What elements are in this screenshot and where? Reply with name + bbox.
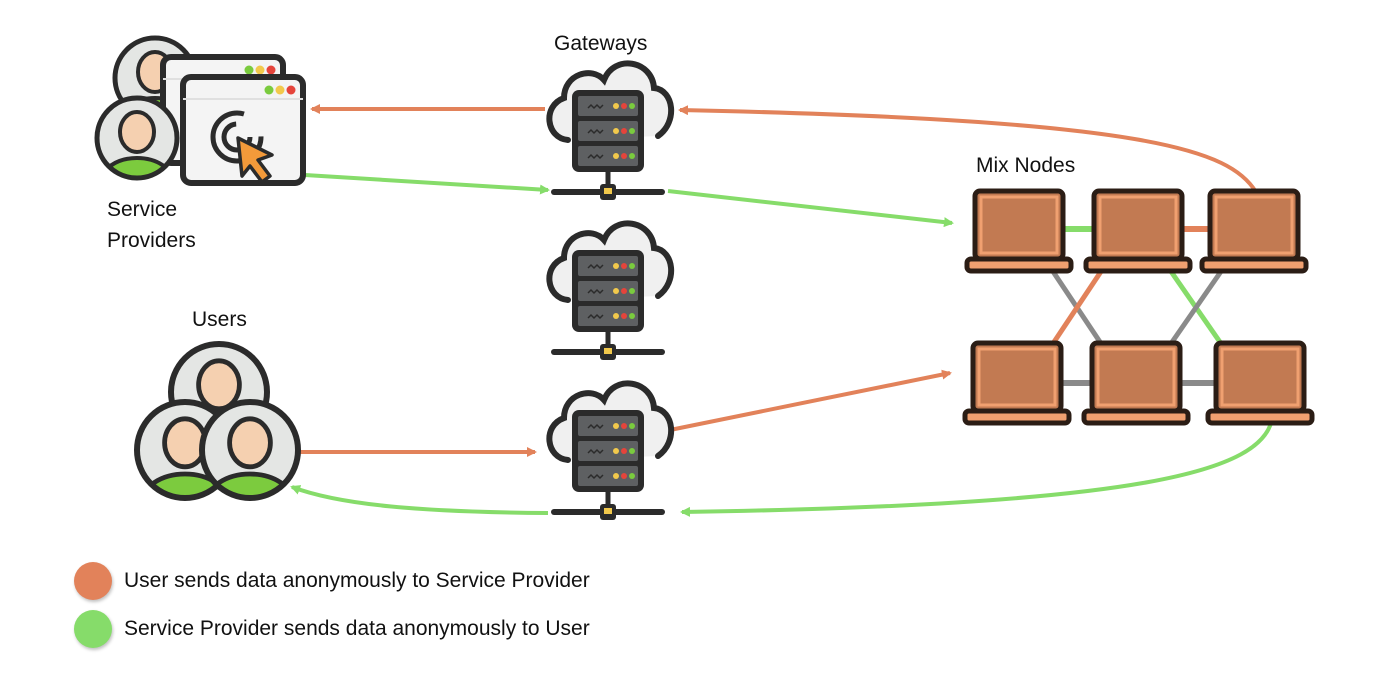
link-3-5 [1167,268,1225,347]
mix-node-6[interactable] [1208,343,1312,423]
arrow-gateway-to-user [290,485,549,515]
mix-node-3[interactable] [1202,191,1306,271]
mix-nodes-label: Mix Nodes [976,154,1076,177]
service-providers-label-line2: Providers [107,229,196,252]
mix-node-4[interactable] [965,343,1069,423]
mix-network-links [1049,226,1225,386]
arrow-mixnode-to-gateway [678,105,1258,194]
service-providers-icon[interactable] [97,38,303,206]
link-2-4 [1049,268,1105,347]
mix-node-2[interactable] [1086,191,1190,271]
users-icon[interactable] [137,344,298,532]
green-dot-icon [74,610,112,648]
arrow-gateway-to-mixnodes [667,189,954,228]
mix-node-1[interactable] [967,191,1071,271]
target-cursor-icon [210,110,274,184]
arrow-provider-to-gateway [304,173,550,195]
orange-dot-icon [74,562,112,600]
legend-text: User sends data anonymously to Service P… [124,569,590,592]
gateways-label: Gateways [554,32,648,55]
users-label: Users [192,308,247,331]
arrow-mixnode-to-gateway-bottom [680,419,1274,517]
legend-item-provider-to-user: Service Provider sends data anonymously … [74,610,590,648]
gateway-top[interactable] [549,63,671,200]
gateway-middle[interactable] [549,223,671,360]
mix-node-5[interactable] [1084,343,1188,423]
arrow-gateway-to-mixnodes-bottom [669,369,952,432]
legend-text: Service Provider sends data anonymously … [124,617,590,640]
legend-item-user-to-provider: User sends data anonymously to Service P… [74,562,590,600]
gateway-bottom[interactable] [549,383,671,520]
service-providers-label-line1: Service [107,198,178,221]
flow-arrows [290,104,1274,517]
